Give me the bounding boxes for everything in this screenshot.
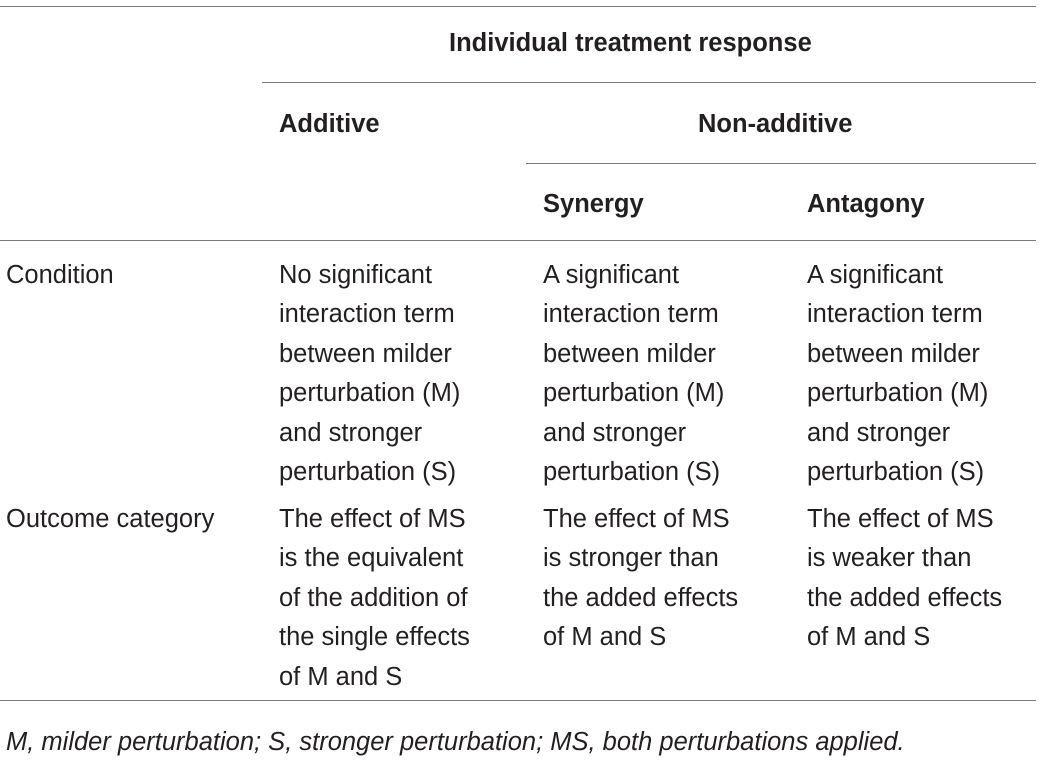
outcome-additive-cell: The effect of MS is the equivalent of th… [279,500,519,697]
cell-line: between milder [279,339,452,368]
cell-line: interaction term [543,300,719,329]
condition-antagony-cell: A significant interaction term between m… [807,256,1041,492]
cell-line: interaction term [807,300,983,329]
row-label-condition: Condition [6,261,114,289]
table-footnote: M, milder perturbation; S, stronger pert… [6,728,905,756]
cell-line: perturbation (M) [543,379,725,408]
cell-line: No significant [279,261,433,289]
synergy-header: Synergy [543,190,644,218]
cell-line: and stronger [807,418,951,447]
antagony-header: Antagony [807,190,925,218]
table-bottom-rule [0,700,1036,701]
cell-line: perturbation (M) [279,379,461,408]
cell-line: of M and S [543,623,667,652]
cell-line: perturbation (S) [543,458,721,487]
cell-line: The effect of MS [543,505,730,533]
header-bottom-rule [0,240,1036,241]
cell-line: of M and S [807,623,931,652]
cell-line: the single effects [279,623,470,652]
cell-line: perturbation (S) [807,458,985,487]
cell-line: between milder [543,339,716,368]
cell-line: the added effects [543,583,739,612]
cell-line: the added effects [807,583,1003,612]
cell-line: A significant [807,261,944,289]
outcome-antagony-cell: The effect of MS is weaker than the adde… [807,500,1041,658]
cell-line: The effect of MS [279,505,466,533]
group-header: Individual treatment response [449,29,812,57]
cell-line: perturbation (M) [807,379,989,408]
cell-line: perturbation (S) [279,458,457,487]
outcome-synergy-cell: The effect of MS is stronger than the ad… [543,500,783,658]
row-label-outcome-category: Outcome category [6,505,215,533]
cell-line: The effect of MS [807,505,994,533]
condition-additive-cell: No significant interaction term between … [279,256,519,492]
cell-line: interaction term [279,300,455,329]
cell-line: of the addition of [279,583,468,612]
additive-header: Additive [279,110,380,138]
cell-line: and stronger [543,418,687,447]
cell-line: is the equivalent [279,544,464,573]
table-top-rule [0,6,1036,7]
cell-line: of M and S [279,662,403,691]
group-header-rule [262,82,1036,83]
non-additive-header-rule [526,163,1036,164]
cell-line: is stronger than [543,544,719,573]
condition-synergy-cell: A significant interaction term between m… [543,256,783,492]
non-additive-header: Non-additive [698,110,853,138]
cell-line: A significant [543,261,680,289]
cell-line: is weaker than [807,544,972,573]
cell-line: between milder [807,339,980,368]
cell-line: and stronger [279,418,423,447]
